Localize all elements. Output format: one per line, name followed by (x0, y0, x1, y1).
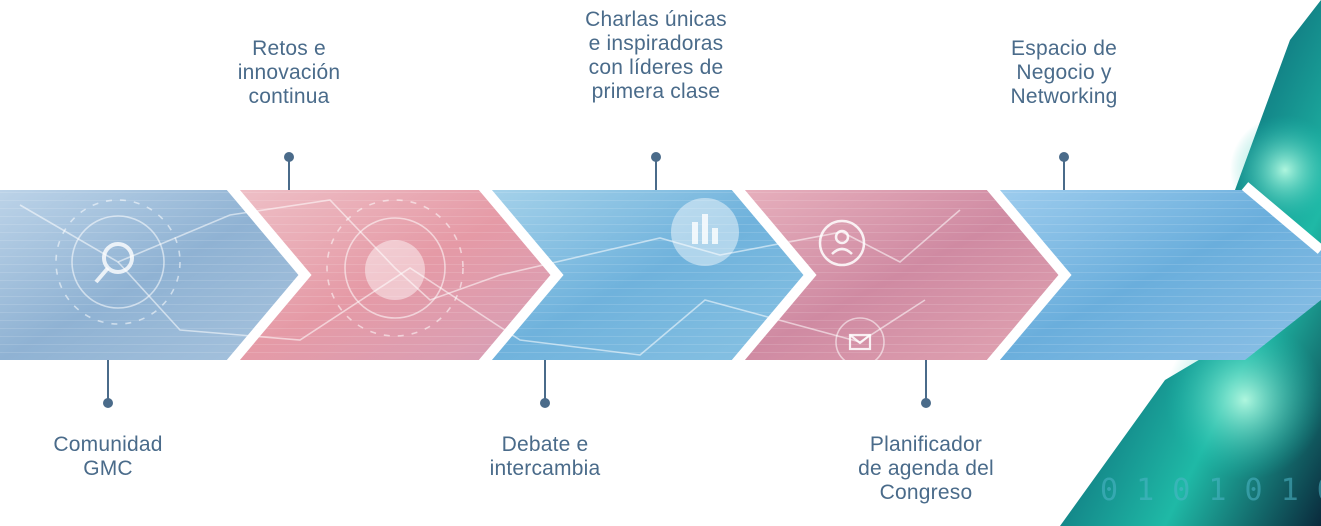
connector-comunidad (103, 360, 113, 408)
network-lines (19, 199, 961, 367)
label-line: GMC (83, 457, 133, 480)
label-line: Charlas únicas (585, 8, 727, 31)
label-line: primera clase (591, 80, 721, 103)
connector-planificador (921, 360, 931, 408)
label-espacio: Espacio de Negocio y Networking (994, 37, 1134, 109)
mail-icon (848, 333, 872, 351)
connector-retos (284, 152, 294, 190)
search-icon (94, 242, 134, 284)
glow-highlight (1165, 320, 1321, 480)
label-line: Debate e (501, 433, 589, 456)
label-line: Planificador (869, 433, 983, 456)
label-line: Retos e (252, 37, 326, 60)
band-texture (0, 190, 1321, 360)
label-line: Networking (1010, 85, 1118, 108)
label-charlas: Charlas únicas e inspiradoras con lídere… (571, 8, 741, 104)
label-planificador: Planificador de agenda del Congreso (846, 433, 1006, 505)
label-line: de agenda del (858, 457, 994, 480)
connector-charlas (651, 152, 661, 190)
bar-chart-icon (671, 198, 739, 266)
label-debate: Debate e intercambia (465, 433, 625, 481)
label-line: Espacio de (1011, 37, 1117, 60)
label-line: e inspiradoras (588, 32, 724, 55)
label-line: innovación (237, 61, 341, 84)
binary-text: 0 1 0 1 0 1 0 1 (1100, 473, 1321, 508)
label-line: continua (248, 85, 330, 108)
label-line: Negocio y (1016, 61, 1112, 84)
chevron-separators (226, 182, 1321, 368)
label-line: Congreso (879, 481, 973, 504)
label-line: con líderes de (588, 56, 724, 79)
person-icon (818, 219, 866, 267)
connector-debate (540, 360, 550, 408)
label-comunidad: Comunidad GMC (38, 433, 178, 481)
label-retos: Retos e innovación continua (219, 37, 359, 109)
label-line: intercambia (489, 457, 601, 480)
user-icon (365, 240, 425, 300)
label-line: Comunidad (53, 433, 163, 456)
connector-espacio (1059, 152, 1069, 190)
